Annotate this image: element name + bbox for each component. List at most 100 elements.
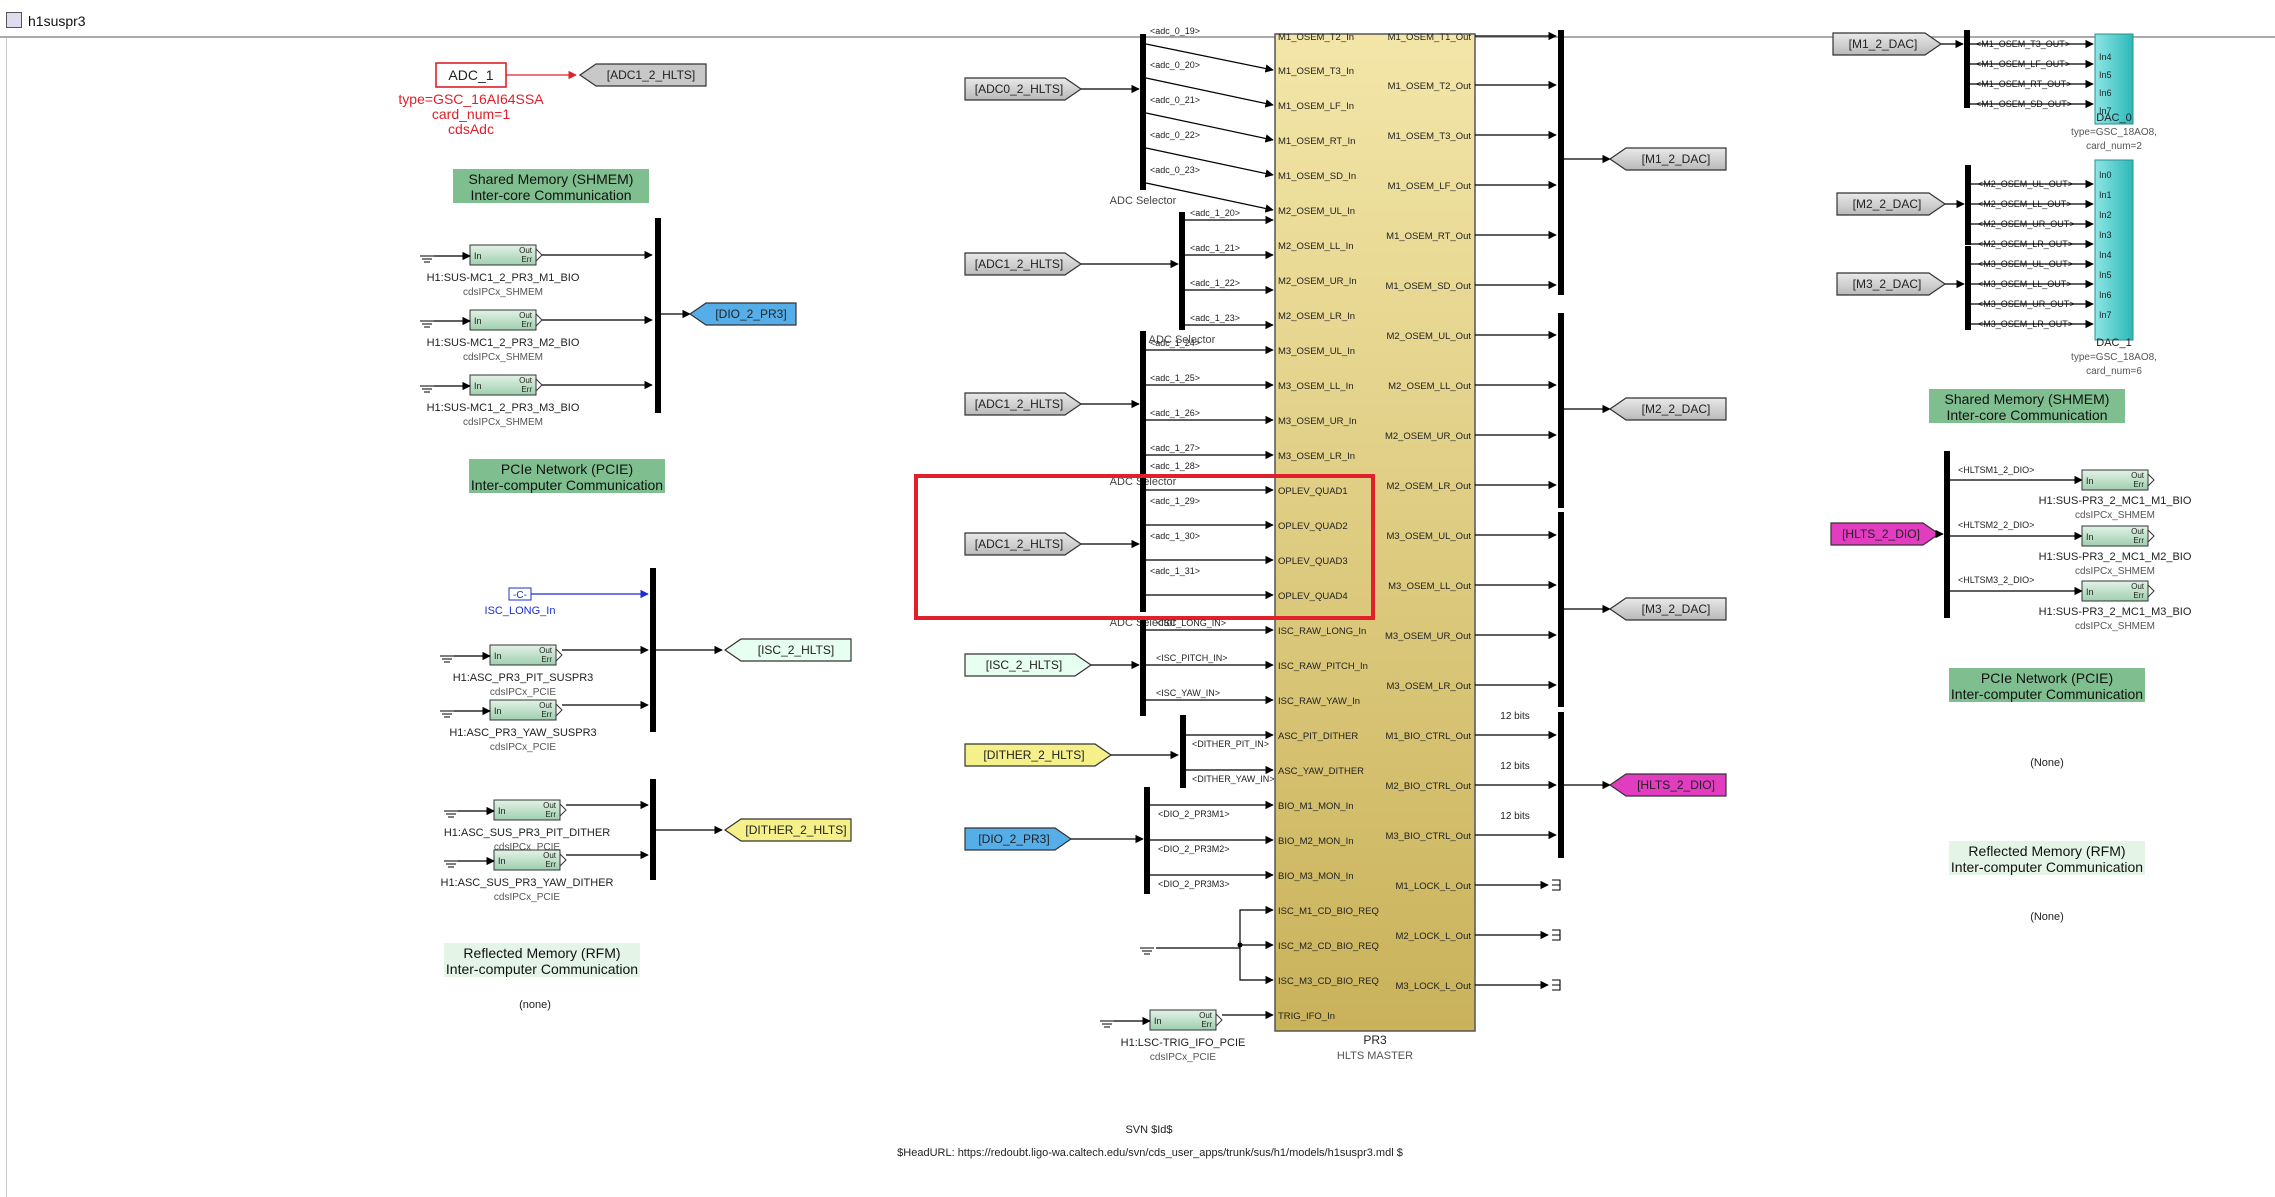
dac1-block[interactable] (2094, 159, 2134, 341)
from-adc1-2-hlts-c[interactable] (964, 532, 1083, 556)
ipc-out-port (555, 702, 563, 718)
adc-selector-1a[interactable] (1179, 212, 1185, 330)
dac-port-label: In5 (2099, 270, 2112, 280)
rfm-left-none: (none) (519, 999, 551, 1011)
goto-hlts-2-dio[interactable] (1608, 773, 1727, 797)
master-output-label: M1_LOCK_L_Out (1395, 881, 1471, 892)
from-adc1-2-hlts-b[interactable] (964, 392, 1083, 416)
master-output-label: M2_OSEM_LR_Out (1387, 481, 1472, 492)
ipc-err-label: Err (521, 320, 532, 329)
from-m1-2-dac[interactable] (1832, 32, 1943, 56)
bus-creator-shmem[interactable] (655, 218, 661, 413)
ipc-block-name: H1:ASC_PR3_YAW_SUSPR3 (449, 727, 596, 739)
adc-selector-0[interactable] (1140, 34, 1146, 190)
adc1-block[interactable] (435, 62, 507, 88)
from-dio-2-pr3-label: [DIO_2_PR3] (978, 832, 1049, 846)
ipc-block-lib: cdsIPCx_PCIE (494, 892, 560, 903)
annotation-rfm-right-line1: Reflected Memory (RFM) (1968, 843, 2125, 859)
bus-creator-pcie[interactable] (650, 568, 656, 732)
from-m3-2-dac[interactable] (1836, 272, 1947, 296)
master-output-label: M3_LOCK_L_Out (1395, 981, 1471, 992)
from-m2-2-dac[interactable] (1836, 192, 1947, 216)
master-input-label: BIO_M3_MON_In (1278, 871, 1354, 882)
goto-m1-2-dac-label: [M1_2_DAC] (1642, 152, 1711, 166)
dac1-selector-b[interactable] (1965, 246, 1971, 330)
annotation-pcie-left (469, 459, 665, 493)
from-hlts-2-dio[interactable] (1830, 522, 1941, 546)
goto-m3-2-dac[interactable] (1608, 597, 1727, 621)
goto-m2-2-dac[interactable] (1608, 397, 1727, 421)
from-adc1-2-hlts-b-label: [ADC1_2_HLTS] (975, 397, 1063, 411)
ipc-out-label: Out (519, 311, 533, 320)
goto-hlts-2-dio-label: [HLTS_2_DIO] (1637, 778, 1715, 792)
annotation-rfm-right (1949, 841, 2145, 875)
goto-m1-2-dac[interactable] (1608, 147, 1727, 171)
bus-label: <adc_1_26> (1150, 408, 1200, 418)
goto-isc-2-hlts[interactable] (723, 638, 852, 662)
ipc-block-name: H1:ASC_SUS_PR3_PIT_DITHER (444, 827, 610, 839)
from-adc1-2-hlts-c-label: [ADC1_2_HLTS] (975, 537, 1063, 551)
ipc-out-port (2147, 472, 2155, 488)
master-output-label: M1_OSEM_T2_Out (1388, 81, 1472, 92)
dac0-block[interactable] (2094, 33, 2134, 125)
annotation-rfm-left-line1: Reflected Memory (RFM) (463, 945, 620, 961)
bus-label: <adc_0_19> (1150, 26, 1200, 36)
ipc-block-name: H1:SUS-PR3_2_MC1_M1_BIO (2039, 495, 2192, 507)
dac-port-label: In7 (2099, 310, 2112, 320)
ipc-out-label: Out (519, 246, 533, 255)
dac-port-label: In4 (2099, 250, 2112, 260)
dac0-selector[interactable] (1964, 30, 1970, 108)
ipc-block-lib: cdsIPCx_PCIE (490, 742, 556, 753)
adc-selector-1b[interactable] (1140, 331, 1146, 470)
bus-creator-bio[interactable] (1558, 712, 1564, 858)
dither-selector[interactable] (1180, 715, 1186, 788)
ipc-in-label: In (494, 651, 502, 661)
goto-adc1-2-hlts-label: [ADC1_2_HLTS] (607, 68, 695, 82)
master-input-label: ISC_RAW_PITCH_In (1278, 661, 1368, 672)
bus-creator-m3[interactable] (1558, 512, 1564, 707)
bus-creator-m1[interactable] (1558, 30, 1564, 295)
goto-dither-2-hlts[interactable] (723, 818, 852, 842)
bits-label: 12 bits (1500, 811, 1529, 822)
branch-line (1239, 945, 1274, 985)
ipc-in-label: In (494, 706, 502, 716)
bus-creator-dither[interactable] (650, 779, 656, 880)
ipc-out-port (535, 312, 543, 328)
from-dither-2-hlts[interactable] (964, 743, 1113, 767)
ipc-out-port (535, 247, 543, 263)
adc-selector-1c[interactable] (1140, 470, 1146, 612)
from-isc-2-hlts[interactable] (964, 653, 1093, 677)
master-input-label: M3_OSEM_LL_In (1278, 381, 1354, 392)
dac0-card: card_num=2 (2086, 141, 2142, 152)
from-dither-2-hlts-label: [DITHER_2_HLTS] (983, 748, 1084, 762)
isc-selector[interactable] (1140, 620, 1146, 716)
from-adc0-2-hlts[interactable] (964, 77, 1083, 101)
master-input-label: OPLEV_QUAD1 (1278, 486, 1348, 497)
master-output-label: M3_OSEM_UL_Out (1387, 531, 1472, 542)
annotation-rfm-left (444, 943, 640, 977)
from-dio-2-pr3[interactable] (964, 827, 1073, 851)
adc1-name: ADC_1 (448, 67, 493, 83)
from-m2-2-dac-label: [M2_2_DAC] (1853, 197, 1922, 211)
ground-icon (440, 655, 454, 663)
goto-adc1-2-hlts[interactable] (578, 63, 707, 87)
bus-label: <DIO_2_PR3M2> (1158, 844, 1230, 854)
constant-label: ISC_LONG_In (485, 605, 556, 617)
hltsm-selector[interactable] (1944, 451, 1950, 618)
master-output-label: M1_OSEM_T1_Out (1388, 32, 1472, 43)
dio-selector[interactable] (1144, 787, 1150, 894)
bus-creator-m2[interactable] (1558, 313, 1564, 508)
bus-label: <adc_1_25> (1150, 373, 1200, 383)
dac1-selector-a[interactable] (1965, 165, 1971, 245)
ipc-out-port (2147, 528, 2155, 544)
dac0-name: DAC_0 (2096, 112, 2131, 124)
bus-label: <DITHER_YAW_IN> (1192, 774, 1275, 784)
footer-headurl: $HeadURL: https://redoubt.ligo-wa.caltec… (897, 1147, 1403, 1159)
goto-dio-2-pr3[interactable] (688, 302, 797, 326)
from-adc1-2-hlts-a[interactable] (964, 252, 1083, 276)
ipc-block-name: H1:ASC_SUS_PR3_YAW_DITHER (441, 877, 614, 889)
ipc-block-name: H1:LSC-TRIG_IFO_PCIE (1121, 1037, 1246, 1049)
model-canvas-frame (6, 38, 2275, 1197)
dac1-name: DAC_1 (2096, 337, 2131, 349)
